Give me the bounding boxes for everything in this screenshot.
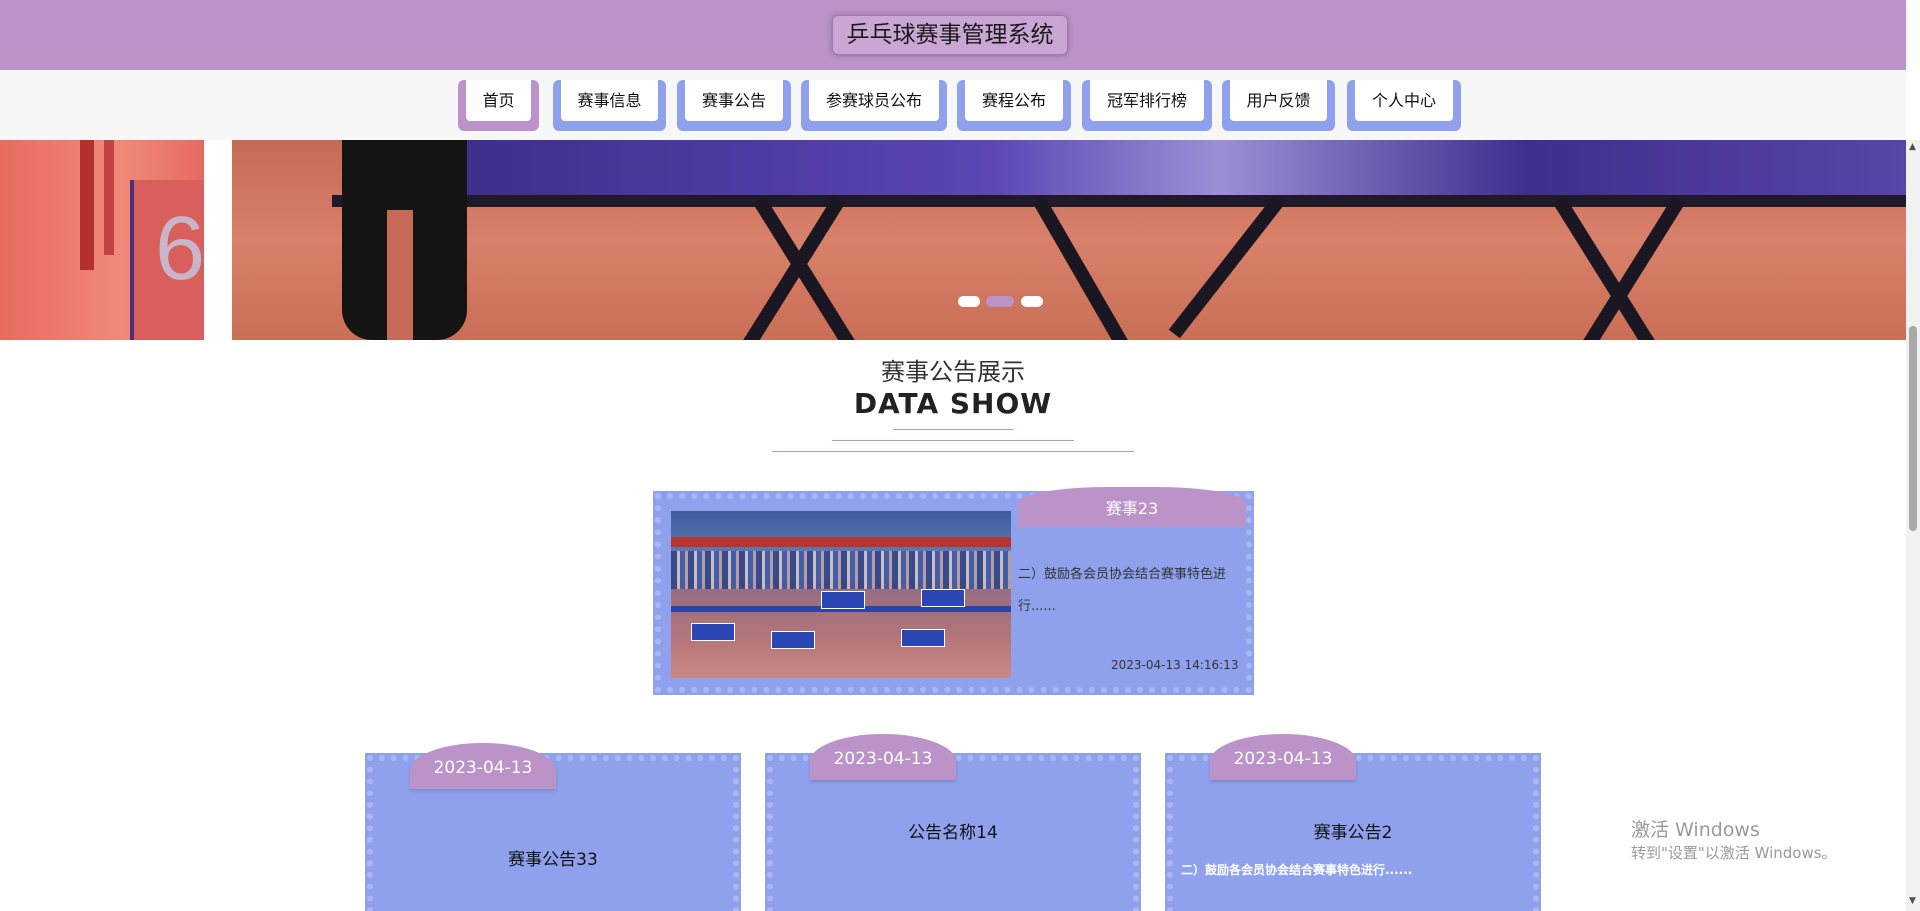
featured-image[interactable] <box>671 511 1011 678</box>
nav-item-label: 赛程公布 <box>965 80 1063 121</box>
decor <box>771 631 815 649</box>
card-title[interactable]: 公告名称14 <box>908 823 998 843</box>
card-title[interactable]: 赛事公告33 <box>508 850 598 870</box>
carousel-dot-active[interactable] <box>986 296 1014 307</box>
featured-title-tab[interactable]: 赛事23 <box>1018 487 1246 527</box>
card-date-badge: 2023-04-13 <box>810 734 956 780</box>
nav-item-label: 赛事信息 <box>561 80 658 121</box>
site-title[interactable]: 乒乓球赛事管理系统 <box>832 15 1068 55</box>
decor <box>901 629 945 647</box>
decor <box>1168 195 1285 339</box>
decor <box>671 537 1011 547</box>
featured-timestamp: 2023-04-13 14:16:13 <box>1111 658 1239 672</box>
section-subtitle: DATA SHOW <box>853 387 1053 420</box>
nav-item-profile[interactable]: 个人中心 <box>1347 80 1461 131</box>
decor <box>671 606 1011 612</box>
announcement-card[interactable]: 2023-04-13 赛事公告2 二）鼓励各会员协会结合赛事特色进行...... <box>1167 734 1539 911</box>
divider <box>832 440 1074 441</box>
decor <box>387 210 413 340</box>
nav-item-feedback[interactable]: 用户反馈 <box>1222 80 1335 131</box>
nav-item-announcements[interactable]: 赛事公告 <box>677 80 791 131</box>
nav-item-label: 冠军排行榜 <box>1090 80 1204 121</box>
windows-activation-hint: 转到"设置"以激活 Windows。 <box>1631 844 1837 862</box>
decor <box>821 591 865 609</box>
carousel-dot[interactable] <box>958 296 980 307</box>
nav-item-event-info[interactable]: 赛事信息 <box>553 80 666 131</box>
banner-slide-previous: 6 <box>0 140 204 340</box>
card-description: 二）鼓励各会员协会结合赛事特色进行...... <box>1181 863 1413 877</box>
featured-announcement-card[interactable]: 赛事23 二）鼓励各会员协会结合赛事特色进行...... 2023-04-13 … <box>655 487 1252 693</box>
card-title[interactable]: 赛事公告2 <box>1313 823 1393 843</box>
nav-item-home[interactable]: 首页 <box>458 80 539 131</box>
decor <box>671 551 1011 589</box>
divider <box>772 451 1134 452</box>
nav-item-champion-ranking[interactable]: 冠军排行榜 <box>1082 80 1212 131</box>
section-title: 赛事公告展示 <box>881 358 1025 386</box>
featured-description: 二）鼓励各会员协会结合赛事特色进行...... <box>1018 567 1227 614</box>
slide-gap <box>204 140 232 340</box>
nav-item-label: 用户反馈 <box>1230 80 1327 121</box>
decor <box>130 180 204 340</box>
windows-activation-watermark: 激活 Windows <box>1631 819 1760 841</box>
nav-item-label: 首页 <box>466 80 531 121</box>
announcement-card[interactable]: 2023-04-13 公告名称14 <box>767 734 1139 911</box>
scroll-down-arrow-icon[interactable]: ▼ <box>1909 896 1916 906</box>
decor <box>80 140 94 270</box>
divider <box>893 429 1013 430</box>
decor <box>104 140 114 255</box>
nav-item-players[interactable]: 参赛球员公布 <box>801 80 947 131</box>
nav-item-label: 赛事公告 <box>685 80 783 121</box>
announcement-card[interactable]: 2023-04-13 赛事公告33 <box>367 743 739 911</box>
decor <box>332 195 1906 207</box>
slide-number: 6 <box>155 199 204 299</box>
decor <box>691 623 735 641</box>
nav-item-schedule[interactable]: 赛程公布 <box>957 80 1071 131</box>
carousel-dot[interactable] <box>1021 296 1043 307</box>
carousel-indicators <box>958 296 1048 310</box>
decor <box>342 140 467 340</box>
banner-carousel[interactable]: 6 <box>0 140 1906 340</box>
vertical-scrollbar[interactable]: ▲ ▼ <box>1906 140 1920 911</box>
scrollbar-thumb[interactable] <box>1909 326 1917 531</box>
nav-item-label: 个人中心 <box>1355 80 1453 121</box>
nav-item-label: 参赛球员公布 <box>809 80 939 121</box>
banner-slide-current <box>232 140 1906 340</box>
site-header: 乒乓球赛事管理系统 <box>0 0 1906 70</box>
decor <box>1032 196 1131 340</box>
decor <box>921 589 965 607</box>
card-date-badge: 2023-04-13 <box>1210 734 1356 780</box>
main-nav: 首页 赛事信息 赛事公告 参赛球员公布 赛程公布 冠军排行榜 用户反馈 个人中心 <box>0 70 1906 140</box>
card-date-badge: 2023-04-13 <box>410 743 556 789</box>
decor <box>372 140 1906 195</box>
scroll-up-arrow-icon[interactable]: ▲ <box>1909 142 1916 152</box>
